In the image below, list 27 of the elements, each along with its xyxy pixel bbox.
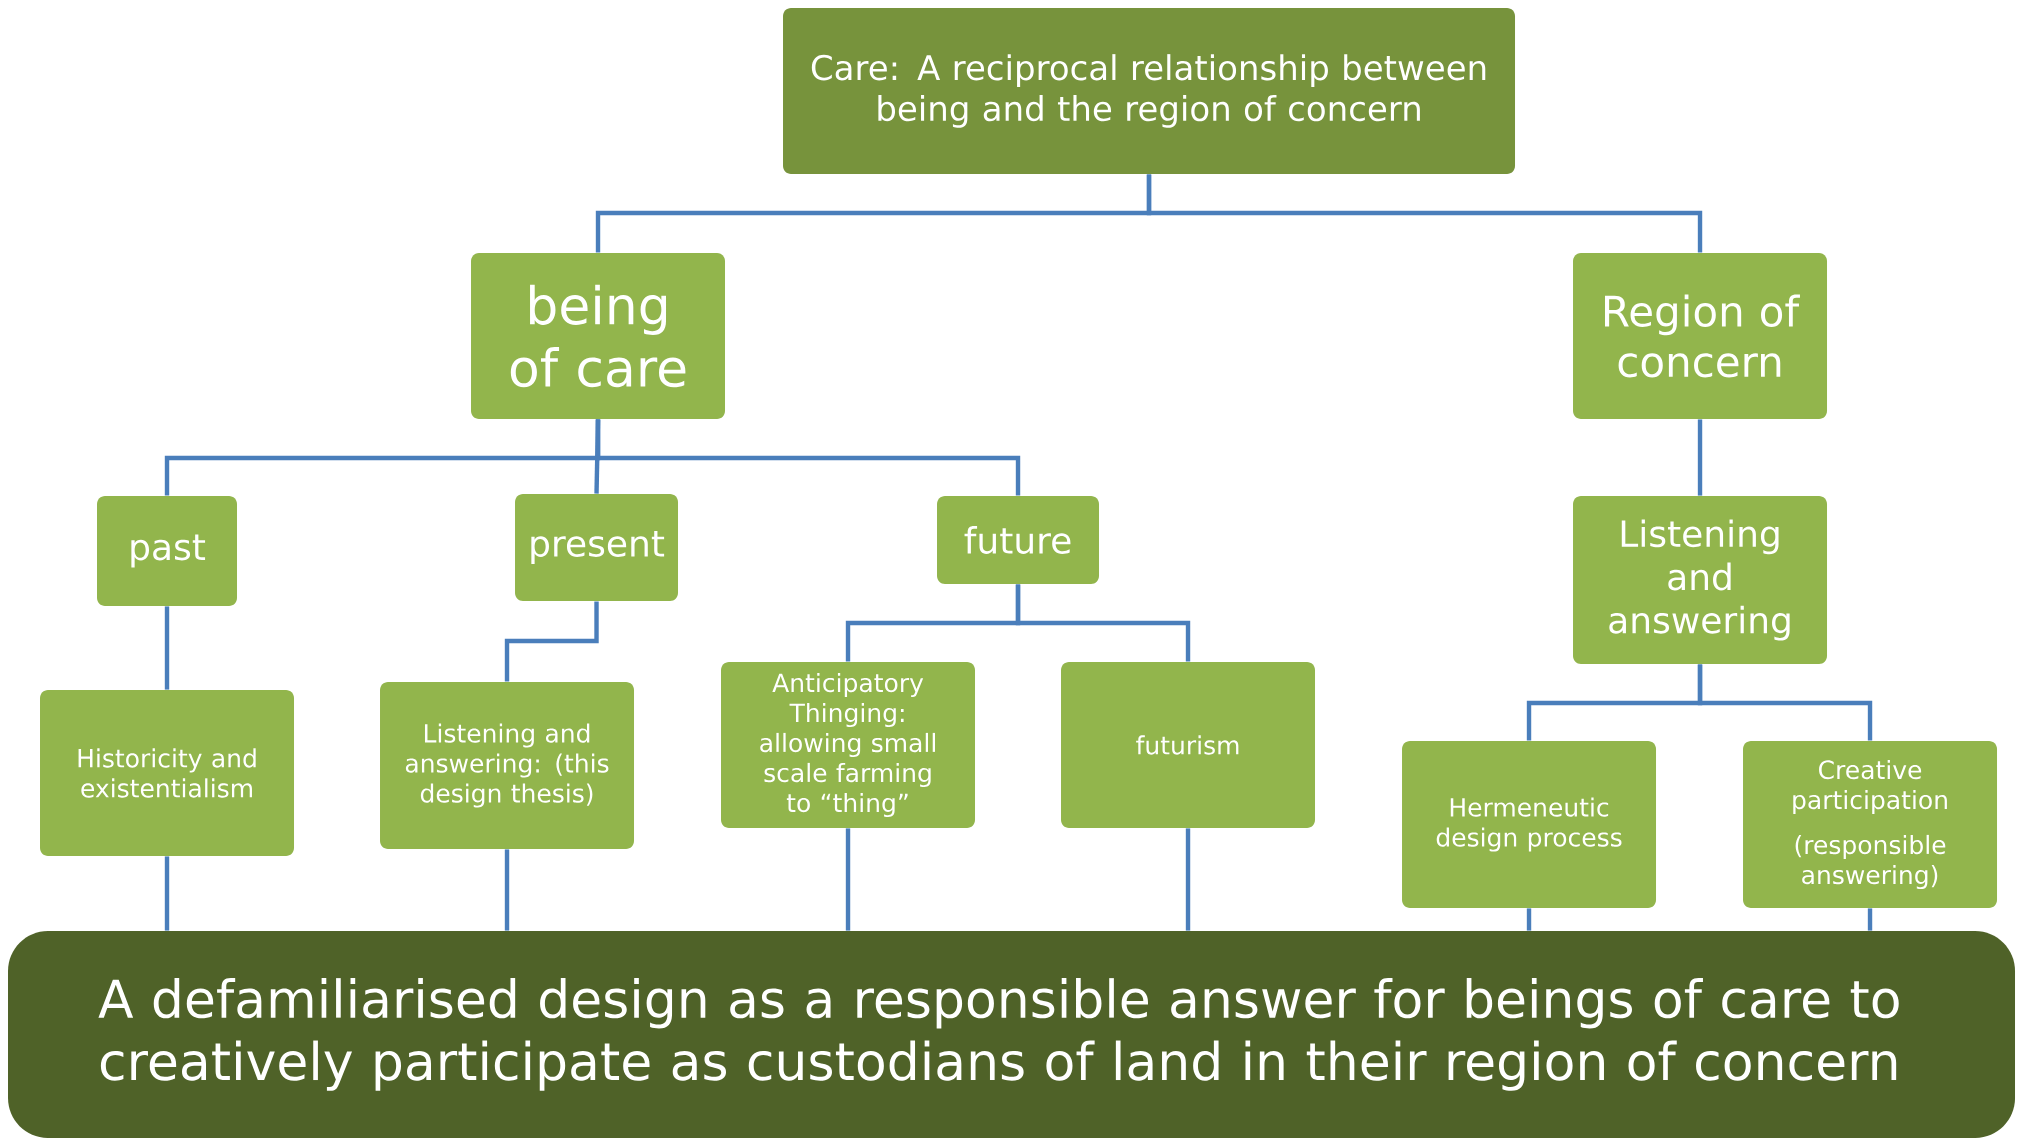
connector-line bbox=[1185, 828, 1191, 931]
conclusion-banner: A defamiliarised design as a responsible answer for beings of care to creatively participate as custodians of land in their region of concern bbox=[8, 931, 2015, 1138]
connector-line bbox=[164, 856, 170, 931]
concept-box: Hermeneutic design process bbox=[1402, 741, 1656, 908]
root-box: Care: A reciprocal relationship between being and the region of concern bbox=[783, 8, 1515, 174]
connector-line bbox=[595, 419, 1021, 496]
concept-box: Creative participation (responsible answering) bbox=[1743, 741, 1997, 908]
time-box: past bbox=[97, 496, 237, 606]
connector-line bbox=[504, 601, 599, 682]
connector-line bbox=[504, 849, 510, 931]
connector-line bbox=[1526, 908, 1532, 931]
connector-line bbox=[1867, 908, 1873, 931]
connector-line bbox=[1697, 419, 1703, 496]
connector-line bbox=[1015, 584, 1191, 662]
connector-line bbox=[1697, 664, 1873, 741]
category-box: Region of concern bbox=[1573, 253, 1827, 419]
connector-line bbox=[164, 606, 170, 690]
connector-line bbox=[845, 828, 851, 931]
concept-box: Anticipatory Thinging: allowing small scale farming to “thing” bbox=[721, 662, 975, 828]
time-box: future bbox=[937, 496, 1099, 584]
concept-box: futurism bbox=[1061, 662, 1315, 828]
time-box: present bbox=[515, 494, 678, 601]
process-box: Listening and answering bbox=[1573, 496, 1827, 664]
concept-box: Listening and answering: (this design thesis) bbox=[380, 682, 634, 849]
connector-line bbox=[1146, 174, 1703, 253]
concept-box: Historicity and existentialism bbox=[40, 690, 294, 856]
category-box: being of care bbox=[471, 253, 725, 419]
